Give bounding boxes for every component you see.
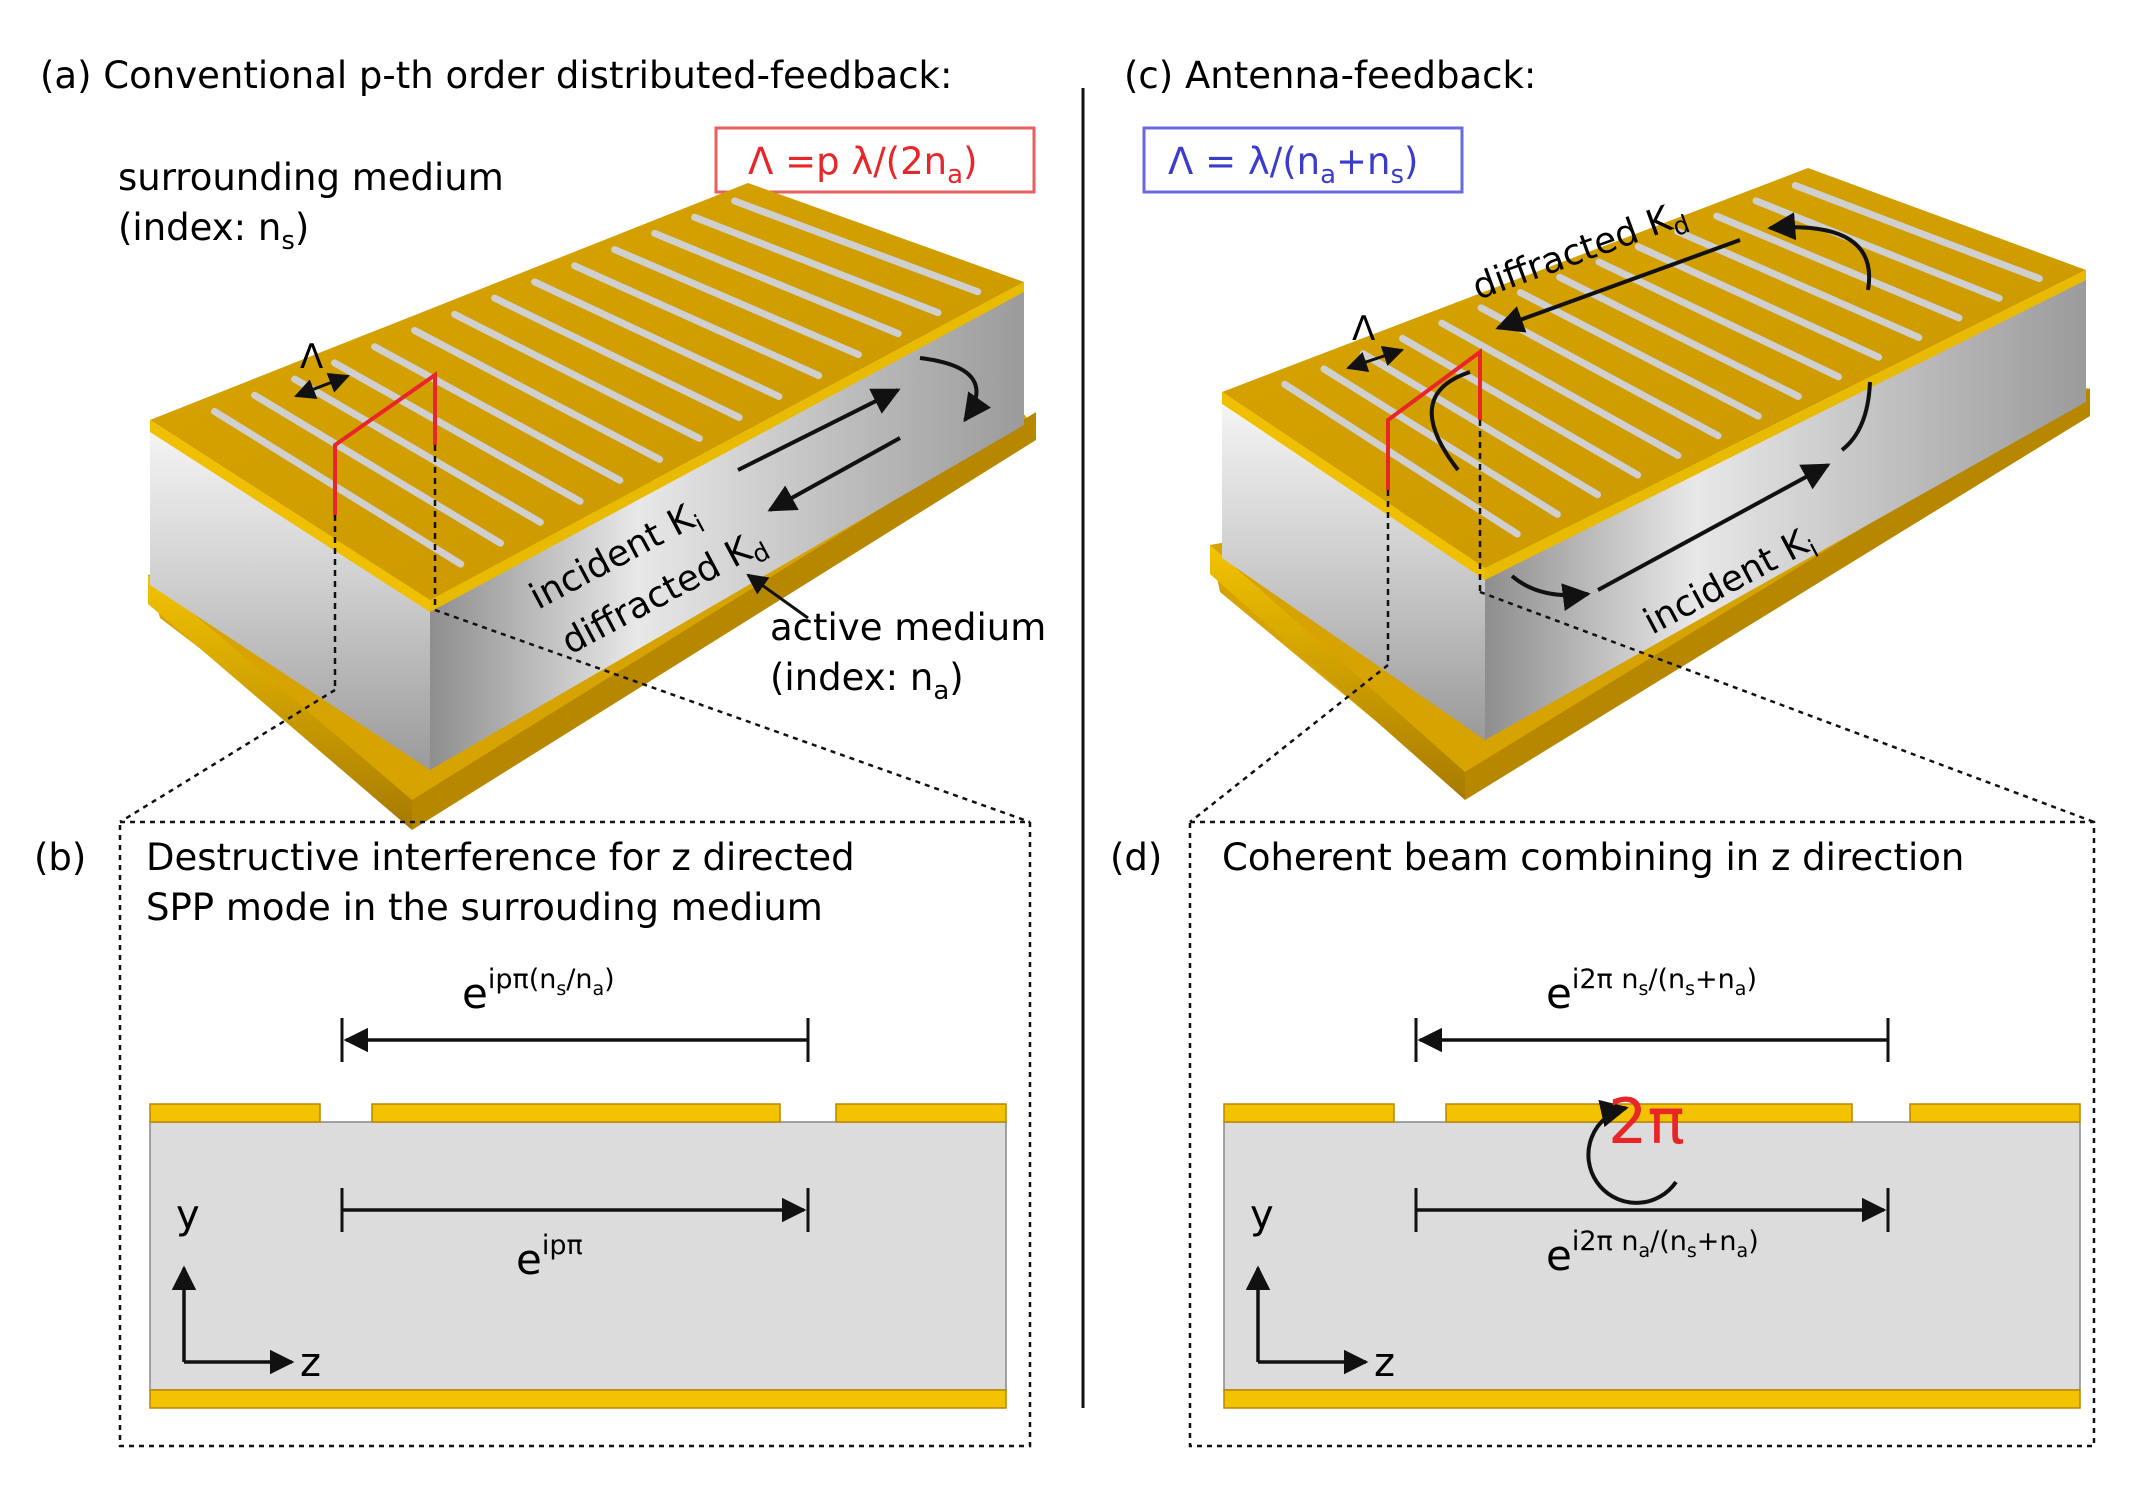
panel-b-top-phase: eipπ(ns/na) — [462, 964, 615, 1018]
grating-slit — [1281, 380, 1521, 538]
panel-d-gold-strip-2 — [1445, 1103, 1853, 1123]
panel-b-active-layer — [149, 1121, 1007, 1391]
grating-slits-c — [1281, 182, 2043, 538]
surrounding-medium-label: surrounding medium — [118, 156, 504, 199]
grating-slit — [211, 407, 465, 568]
grating-slit — [571, 262, 823, 380]
panel-c-heading: (c) Antenna-feedback: — [1124, 54, 1536, 97]
panel-d-loop-label: 2π — [1608, 1085, 1685, 1158]
grating-slit — [1516, 289, 1762, 420]
grating-slit — [451, 310, 703, 442]
panel-b-bottom-phase: eipπ — [516, 1230, 583, 1284]
panel-d-label: (d) — [1110, 836, 1162, 879]
panel-c-incident-arrow — [1597, 463, 1831, 592]
grating-slit — [691, 213, 942, 317]
top-grating-edge-front — [150, 420, 430, 612]
panel-a-period-label: Λ — [300, 337, 323, 377]
panel-b-title-1: Destructive interference for z directed — [146, 836, 855, 879]
panel-d-top-phase: ei2π ns/(ns+na) — [1546, 964, 1757, 1018]
panel-a-incident-arrow — [737, 388, 901, 472]
grating-slit — [491, 294, 743, 421]
panel-c-bottom-turn — [1510, 574, 1591, 612]
grating-slit — [611, 246, 862, 359]
active-medium-pointer — [746, 573, 809, 620]
panel-d-bottom-phase: ei2π na/(ns+na) — [1546, 1226, 1759, 1280]
panel-c-period-arrow — [1346, 346, 1404, 372]
grating-slit — [1595, 258, 1843, 381]
top-grating-edge-side — [430, 282, 1024, 612]
grating-slit — [1752, 197, 2003, 302]
panel-b-label: (b) — [34, 836, 86, 879]
panel-b-frame — [118, 820, 1032, 1448]
grating-slit — [1438, 319, 1682, 459]
panel-d-gold-substrate — [1223, 1389, 2081, 1409]
active-medium-side-c — [1485, 270, 2086, 740]
panel-d-z-label: z — [1374, 1340, 1395, 1386]
panel-b-gold-substrate — [149, 1389, 1007, 1409]
panel-d: (d) Coherent beam combining in z directi… — [1110, 820, 2096, 1448]
active-index-label: (index: na) — [770, 656, 964, 706]
panel-b-gold-strip-1 — [149, 1103, 321, 1123]
grating-slit — [371, 343, 624, 484]
grating-slits-a — [211, 197, 982, 568]
panel-b-gold-strip-2 — [371, 1103, 781, 1123]
panel-c-formula: Λ = λ/(na+ns) — [1168, 140, 1418, 190]
panel-c-unit-cell — [1386, 348, 1482, 490]
panel-d-active-layer — [1223, 1121, 2081, 1391]
panel-d-y-label: y — [1250, 1192, 1274, 1238]
grating-slit — [251, 391, 505, 547]
panel-a-period-arrow — [294, 372, 350, 400]
panel-a-zoom-left — [119, 688, 336, 824]
panel-a-turn-arrow — [919, 356, 992, 423]
panel-d-gold-strip-3 — [1909, 1103, 2081, 1123]
panel-b-y-label: y — [176, 1192, 200, 1238]
active-medium-front — [150, 432, 430, 770]
panel-c-top-turn — [1767, 212, 1872, 291]
grating-slit — [331, 359, 584, 505]
panel-a-formula: Λ =p λ/(2na) — [748, 140, 978, 190]
base-gold-side — [412, 412, 1036, 830]
base-gold-front — [148, 575, 412, 830]
grating-slit — [531, 278, 783, 400]
panel-b-gold-strip-3 — [835, 1103, 1007, 1123]
active-medium-label: active medium — [770, 606, 1046, 649]
panel-d-loop-arrow — [1586, 1099, 1678, 1205]
panel-c: (c) Antenna-feedback: Λ = λ/(na+ns) Λ di… — [1124, 54, 2095, 824]
grating-slit — [1713, 212, 1963, 322]
grating-slit — [411, 327, 664, 463]
grating-slit — [1399, 334, 1642, 479]
panel-a-diffracted-arrow — [767, 436, 901, 512]
grating-slit — [1556, 273, 1802, 400]
panel-b: (b) Destructive interference for z direc… — [34, 820, 1032, 1448]
panel-c-left-arc — [1429, 370, 1471, 472]
grating-slit — [1791, 182, 2043, 283]
panel-a-formula-box — [714, 126, 1036, 194]
grating-slit — [651, 229, 902, 338]
top-grating-edge-front-c — [1222, 392, 1485, 580]
top-grating-edge-side-c — [1485, 270, 2086, 580]
panel-b-title-2: SPP mode in the surrouding medium — [146, 886, 823, 929]
panel-a-unit-cell — [333, 371, 437, 515]
panel-d-frame — [1188, 820, 2096, 1448]
panel-c-period-label: Λ — [1352, 309, 1375, 349]
grating-slit — [731, 197, 982, 296]
panel-d-title: Coherent beam combining in z direction — [1222, 836, 1964, 879]
panel-c-diffracted-arrow — [1495, 238, 1741, 333]
panel-b-z-label: z — [300, 1340, 321, 1386]
active-medium-front-c — [1222, 405, 1485, 740]
panel-a: (a) Conventional p-th order distributed-… — [40, 54, 1046, 830]
surrounding-index-label: (index: ns) — [118, 206, 309, 256]
panel-c-right-arc — [1840, 381, 1872, 452]
base-gold-front-c — [1210, 545, 1465, 800]
grating-slit — [1634, 243, 1883, 361]
grating-slit — [291, 375, 544, 526]
panel-d-gold-strip-1 — [1223, 1103, 1395, 1123]
panel-c-formula-box — [1142, 126, 1464, 194]
top-grating-gold — [150, 183, 1024, 600]
base-gold-side-c — [1465, 388, 2090, 800]
panel-c-zoom-left — [1189, 664, 1389, 823]
panel-a-heading: (a) Conventional p-th order distributed-… — [40, 54, 952, 97]
